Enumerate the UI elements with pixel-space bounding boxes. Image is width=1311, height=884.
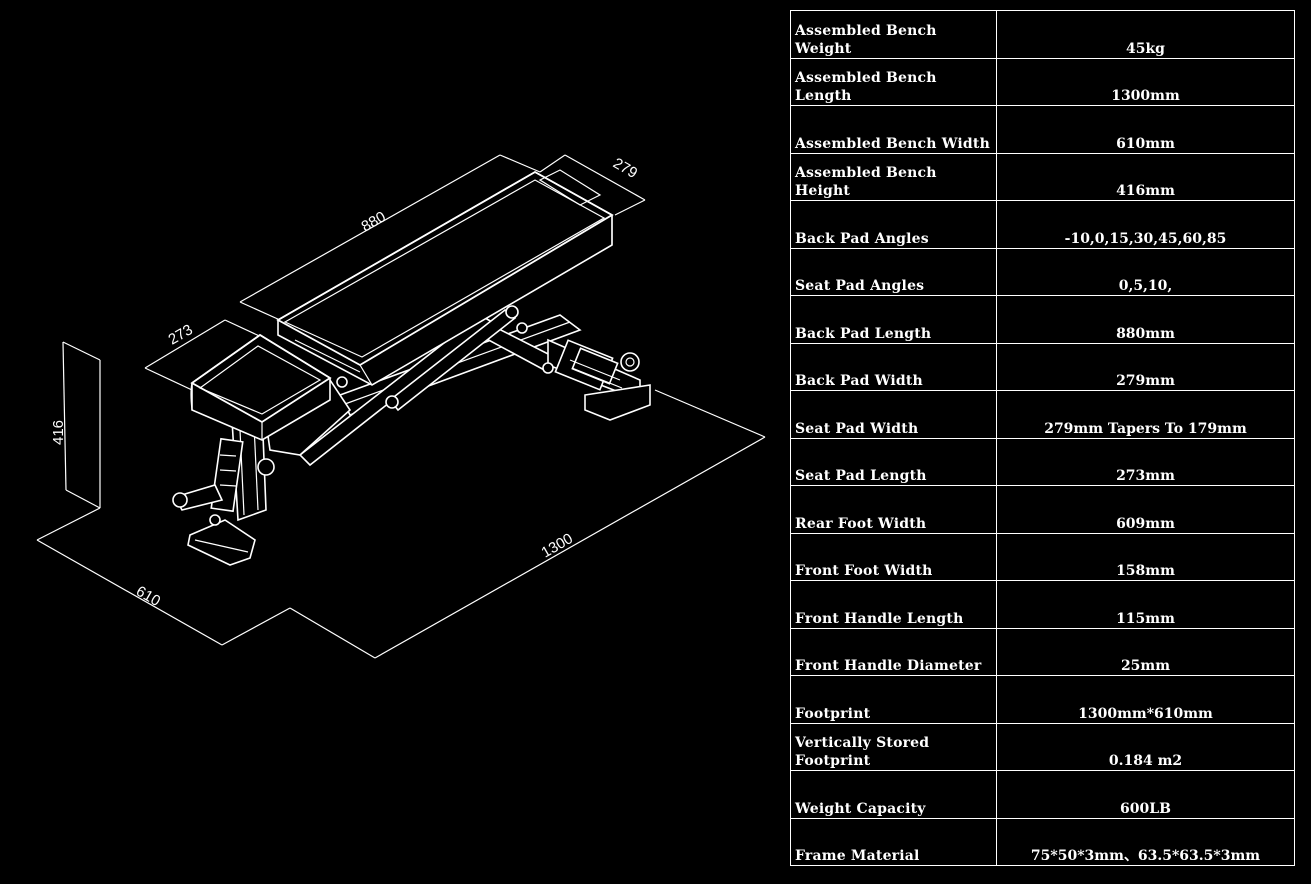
spec-label: Back Pad Length	[790, 295, 997, 344]
height-dimension: 416	[50, 341, 101, 509]
bench-drawing: 416 610 1300 273 880	[36, 154, 766, 659]
spec-value: 416mm	[996, 152, 1295, 201]
spec-label: Front Handle Diameter	[790, 627, 997, 676]
spec-value: 1300mm	[996, 57, 1295, 106]
spec-label: Footprint	[790, 675, 997, 724]
dim-273: 273	[166, 321, 196, 348]
spec-value: -10,0,15,30,45,60,85	[996, 200, 1295, 249]
spec-label: Front Foot Width	[790, 532, 997, 581]
spec-label: Back Pad Angles	[790, 200, 997, 249]
dim-880: 880	[359, 208, 389, 235]
spec-value: 45kg	[996, 10, 1295, 59]
front-pop-pin-knob	[257, 458, 275, 476]
spec-value: 609mm	[996, 485, 1295, 534]
spec-label: Assembled Bench Length	[790, 57, 997, 106]
spec-value: 279mm	[996, 342, 1295, 391]
spec-value: 25mm	[996, 627, 1295, 676]
spec-label: Rear Foot Width	[790, 485, 997, 534]
spec-label: Back Pad Width	[790, 342, 997, 391]
front-handle	[172, 492, 188, 508]
seat-pad	[190, 333, 332, 441]
dim-610: 610	[133, 583, 163, 610]
length-dimension: 1300	[289, 389, 766, 659]
rear-knob	[620, 352, 640, 372]
spec-label: Assembled Bench Height	[790, 152, 997, 201]
dim-279: 279	[610, 155, 640, 182]
spec-label: Frame Material	[790, 817, 997, 866]
dim-1300: 1300	[539, 530, 576, 561]
spec-label: Assembled Bench Weight	[790, 10, 997, 59]
front-leg	[172, 408, 275, 566]
spec-value: 600LB	[996, 770, 1295, 819]
spec-label: Vertically Stored Footprint	[790, 722, 997, 771]
spec-value: 273mm	[996, 437, 1295, 486]
spec-label: Front Handle Length	[790, 580, 997, 629]
spec-value: 75*50*3mm、63.5*63.5*3mm	[996, 817, 1295, 866]
spec-value: 279mm Tapers To 179mm	[996, 390, 1295, 439]
spec-value: 158mm	[996, 532, 1295, 581]
spec-row: Back Pad Angles-10,0,15,30,45,60,85	[790, 200, 1295, 249]
spec-value: 1300mm*610mm	[996, 675, 1295, 724]
rear-foot	[516, 322, 651, 421]
spec-value: 0,5,10,	[996, 247, 1295, 296]
spec-value: 610mm	[996, 105, 1295, 154]
spec-label: Assembled Bench Width	[790, 105, 997, 154]
width-dimension: 610	[36, 507, 291, 646]
back-pad	[276, 169, 614, 386]
dim-416: 416	[50, 420, 67, 445]
spec-value: 880mm	[996, 295, 1295, 344]
spec-value: 115mm	[996, 580, 1295, 629]
spec-value: 0.184 m2	[996, 722, 1295, 771]
spec-label: Seat Pad Angles	[790, 247, 997, 296]
bench-diagram-svg: 416 610 1300 273 880	[36, 154, 766, 659]
spec-label: Seat Pad Width	[790, 390, 997, 439]
spec-label: Weight Capacity	[790, 770, 997, 819]
spec-label: Seat Pad Length	[790, 437, 997, 486]
